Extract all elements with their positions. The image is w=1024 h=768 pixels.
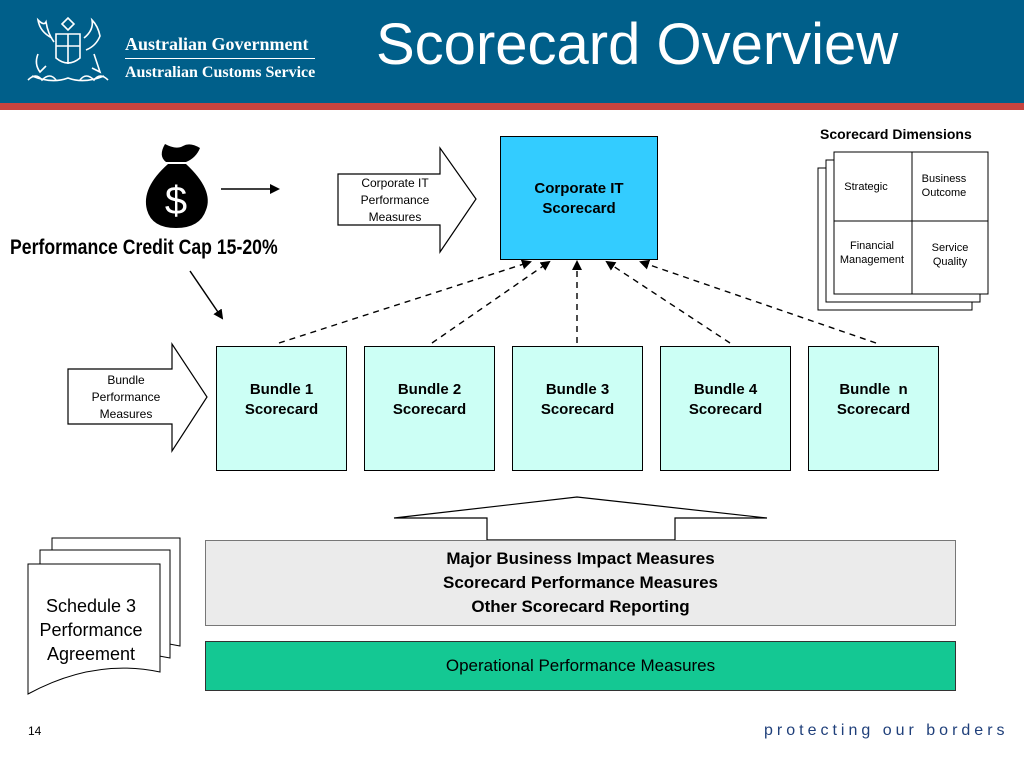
dimensions-title: Scorecard Dimensions (820, 126, 972, 142)
dollar-sign: $ (165, 179, 187, 223)
operational-measures-box: Operational Performance Measures (205, 641, 956, 691)
performance-credit-cap: Performance Credit Cap 15-20% (10, 236, 278, 259)
dashed-arrow-bundle-2 (431, 260, 551, 344)
arrow-cap-to-bundles (189, 270, 224, 320)
dashed-arrow-bundle-4 (605, 260, 731, 344)
upward-big-arrow (393, 496, 768, 541)
dimension-strategic: Strategic (844, 181, 888, 193)
schedule-3-agreement-label: Schedule 3 Performance Agreement (39, 596, 143, 664)
org-name-government: Australian Government (125, 34, 309, 54)
page-title: Scorecard Overview (376, 12, 899, 77)
coat-of-arms-logo (27, 16, 109, 82)
money-bag-icon: $ (145, 144, 208, 228)
footer-tagline: protecting our borders (764, 722, 1009, 739)
dashed-arrow-bundle-1 (278, 259, 532, 344)
page-number: 14 (28, 724, 42, 738)
header-bar (0, 0, 1024, 103)
dashed-arrow-bundle-n (639, 259, 877, 344)
org-name-customs: Australian Customs Service (125, 64, 316, 81)
corporate-measures-label: Corporate IT Performance Measures (360, 176, 430, 224)
org-divider (125, 58, 315, 59)
corporate-it-scorecard: Corporate IT Scorecard (500, 136, 658, 260)
header-accent-line (0, 103, 1024, 110)
major-measures-box: Major Business Impact Measures Scorecard… (205, 540, 956, 626)
bundle-measures-label: Bundle Performance Measures (91, 373, 161, 421)
